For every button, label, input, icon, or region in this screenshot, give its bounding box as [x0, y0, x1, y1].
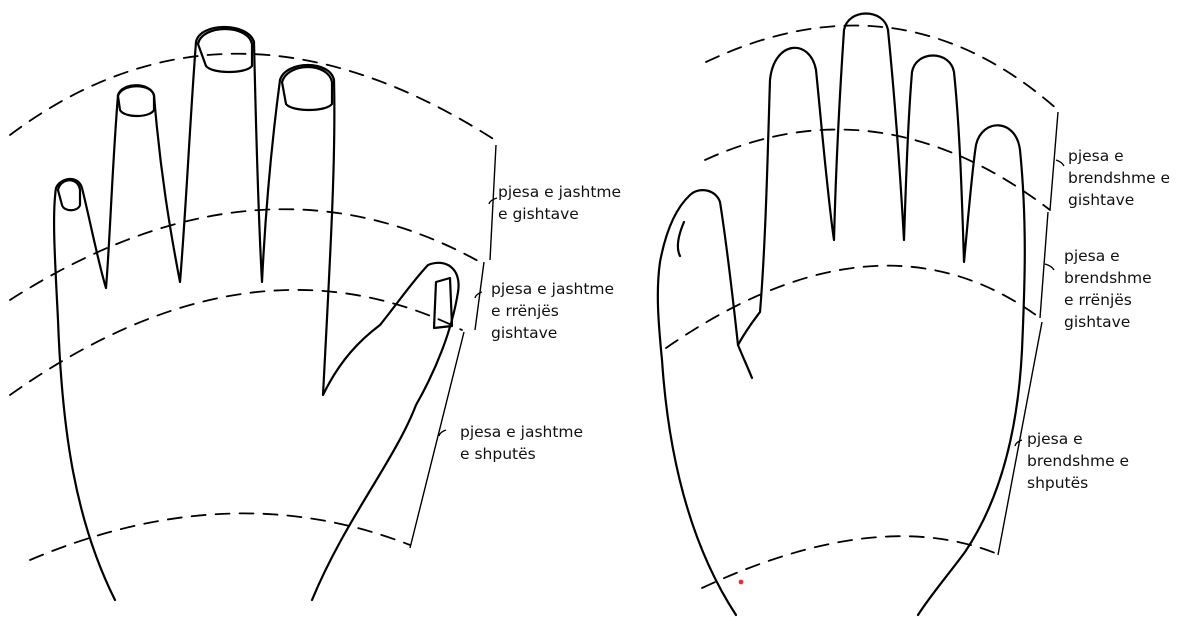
label-line: pjesa e [1068, 145, 1170, 167]
inner-hand-outline [658, 14, 1025, 616]
label-line: pjesa e jashtme [491, 278, 614, 300]
inner-dashed-boundary-fingers [705, 130, 1050, 210]
label-line: e rrënjës [491, 300, 614, 322]
outer-nail-index [282, 67, 332, 110]
inner-brace-fingers [1050, 112, 1064, 210]
label-line: brendshme e [1068, 167, 1170, 189]
label-outer-finger-roots: pjesa e jashtme e rrënjës gishtave [491, 278, 614, 344]
label-inner-finger-roots: pjesa e brendshme e rrënjës gishtave [1064, 245, 1152, 333]
label-line: e rrënjës [1064, 289, 1152, 311]
label-outer-fingers: pjesa e jashtme e gishtave [498, 181, 621, 225]
label-line: gishtave [1068, 189, 1170, 211]
label-line: brendshme e [1027, 450, 1129, 472]
label-line: gishtave [1064, 311, 1152, 333]
inner-dashed-boundary-roots [666, 266, 1040, 348]
label-line: pjesa e [1027, 428, 1129, 450]
label-inner-fingers: pjesa e brendshme e gishtave [1068, 145, 1170, 211]
inner-brace-roots [1040, 212, 1054, 318]
inner-dashed-boundary-top [706, 26, 1058, 110]
label-line: brendshme [1064, 267, 1152, 289]
label-line: pjesa e jashtme [498, 181, 621, 203]
outer-braces [410, 145, 497, 548]
red-dot [739, 580, 744, 585]
label-line: shputës [1027, 472, 1129, 494]
label-line: pjesa e jashtme [460, 421, 583, 443]
inner-hand-drawing [658, 14, 1058, 616]
outer-brace-fingers [489, 145, 497, 260]
label-line: gishtave [491, 322, 614, 344]
outer-nail-ring [118, 86, 154, 116]
label-line: pjesa e [1064, 245, 1152, 267]
outer-nail-pinky [58, 180, 80, 210]
outer-brace-roots [475, 262, 484, 330]
label-outer-palm: pjesa e jashtme e shputës [460, 421, 583, 465]
inner-thumb-tip [678, 222, 684, 256]
label-line: e shputës [460, 443, 583, 465]
outer-hand-drawing [10, 27, 495, 600]
outer-nail-middle [198, 29, 252, 72]
inner-dashed-boundary-wrist [702, 536, 1000, 588]
label-inner-palm: pjesa e brendshme e shputës [1027, 428, 1129, 494]
label-line: e gishtave [498, 203, 621, 225]
inner-thumb-crease [738, 345, 752, 378]
outer-hand-outline [54, 27, 459, 600]
